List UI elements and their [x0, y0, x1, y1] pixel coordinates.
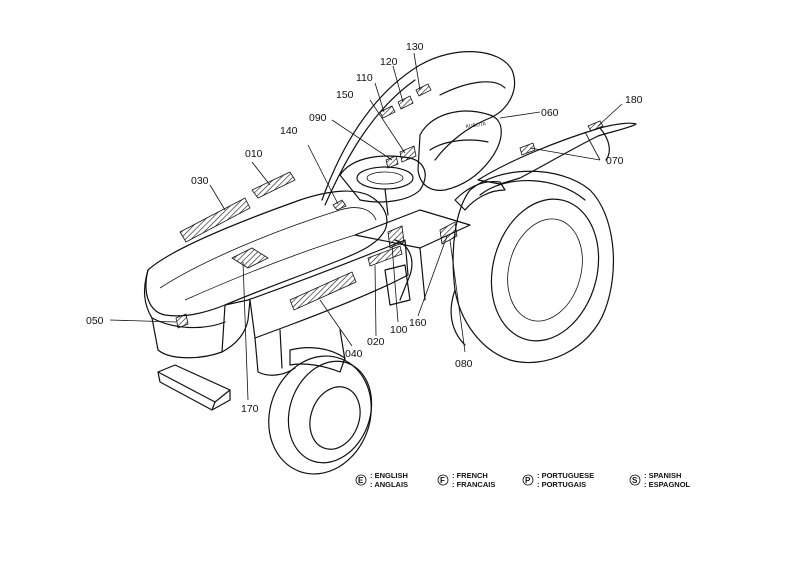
front-bumper: [157, 364, 231, 403]
callout-070: 070: [606, 155, 624, 167]
legend-english-line2: : ANGLAIS: [370, 480, 408, 489]
callout-030: 030: [191, 175, 209, 187]
callout-090: 090: [309, 112, 327, 124]
legend-spanish-line1: : SPANISH: [644, 471, 681, 480]
legend-english-code: E: [358, 476, 364, 485]
decal-140: [332, 199, 347, 211]
decal-010: [251, 171, 296, 199]
callout-180: 180: [625, 94, 643, 106]
callout-labels: 010 030 140 090 150 110 120 130 060 180 …: [86, 41, 643, 415]
dashboard: [339, 155, 426, 203]
decal-030: [179, 197, 251, 243]
language-legend: E : ENGLISH : ANGLAIS F : FRENCH : FRANC…: [355, 471, 691, 489]
steering-wheel: [356, 166, 414, 190]
callout-040: 040: [345, 348, 363, 360]
decal-160: [439, 221, 458, 245]
callout-050: 050: [86, 315, 104, 327]
callout-170: 170: [241, 403, 259, 415]
right-fender: [477, 122, 637, 185]
decal-090: [385, 155, 399, 169]
tractor-illustration: [143, 51, 637, 475]
front-wheel: [268, 355, 373, 475]
decal-170: [231, 247, 269, 269]
legend-french-line2: : FRANCAIS: [452, 480, 495, 489]
decal-050: [175, 313, 189, 329]
decal-120: [397, 95, 414, 110]
front-grille: [143, 269, 226, 359]
callout-120: 120: [380, 56, 398, 68]
callout-130: 130: [406, 41, 424, 53]
legend-french-line1: : FRENCH: [452, 471, 488, 480]
decal-180: [587, 120, 604, 132]
engine-side-panel: [224, 239, 409, 339]
callout-080: 080: [455, 358, 473, 370]
decal-060-lettering: KUBOTA: [465, 121, 486, 130]
legend-portuguese: P : PORTUGUESE : PORTUGAIS: [522, 471, 594, 489]
decals: KUBOTA: [175, 83, 604, 329]
legend-portuguese-code: P: [525, 476, 531, 485]
decal-130: [415, 83, 432, 97]
decal-150: [399, 145, 417, 163]
callout-010: 010: [245, 148, 263, 160]
callout-020: 020: [367, 336, 385, 348]
legend-french-code: F: [440, 476, 445, 485]
callout-160: 160: [409, 317, 427, 329]
hood: [145, 190, 388, 317]
decal-070: [519, 142, 536, 156]
legend-english-line1: : ENGLISH: [370, 471, 408, 480]
callout-150: 150: [336, 89, 354, 101]
legend-spanish-line2: : ESPAGNOL: [644, 480, 691, 489]
legend-portuguese-line1: : PORTUGUESE: [537, 471, 594, 480]
decal-100: [387, 225, 405, 249]
rear-fender-canopy: [321, 51, 516, 201]
decal-110: [379, 105, 396, 119]
legend-english: E : ENGLISH : ANGLAIS: [355, 471, 408, 489]
leader-lines: [109, 52, 623, 401]
decal-040: [289, 271, 357, 311]
legend-spanish-code: S: [632, 476, 638, 485]
callout-110: 110: [356, 72, 373, 84]
seat: [417, 110, 502, 191]
legend-portuguese-line2: : PORTUGAIS: [537, 480, 586, 489]
decal-020: [367, 245, 403, 267]
callout-060: 060: [541, 107, 559, 119]
legend-spanish: S : SPANISH : ESPAGNOL: [629, 471, 691, 489]
legend-french: F : FRENCH : FRANCAIS: [437, 471, 495, 489]
callout-100: 100: [390, 324, 408, 336]
callout-140: 140: [280, 125, 298, 137]
rear-wheel: [450, 170, 614, 364]
